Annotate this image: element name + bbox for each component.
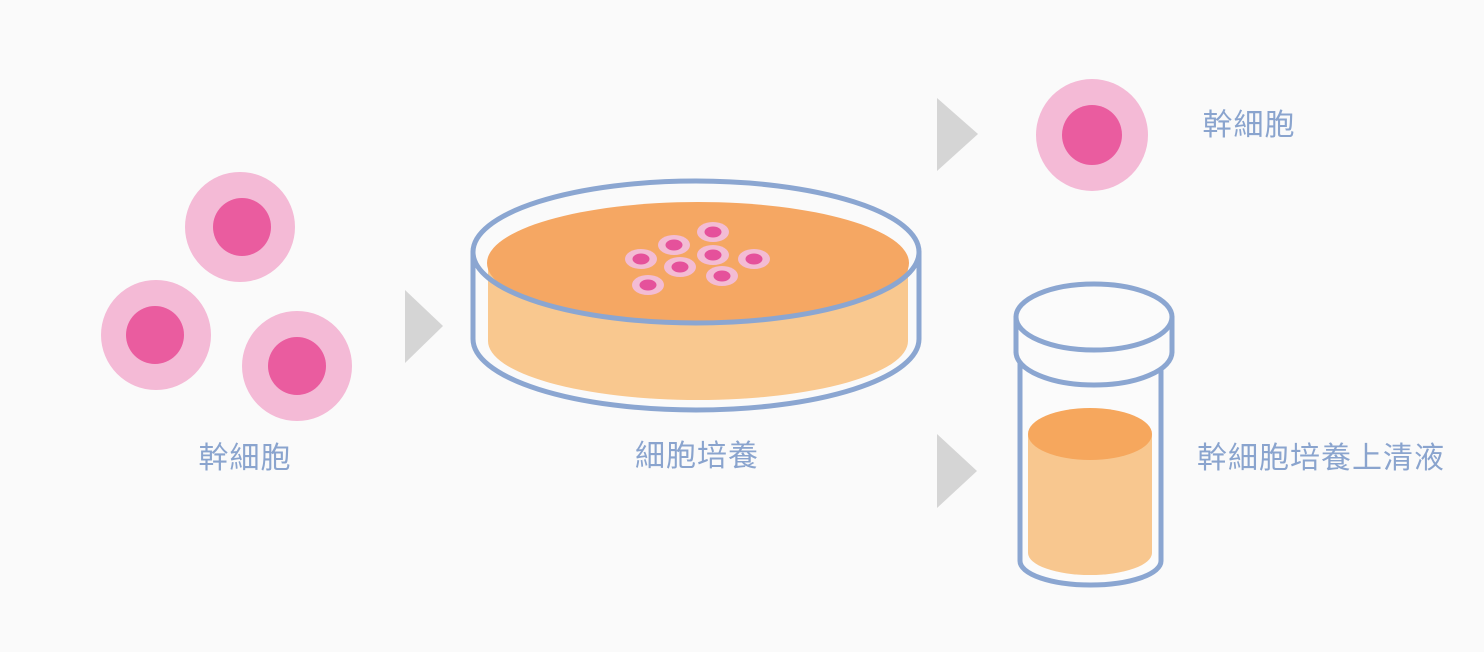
stem-cell-b-nucleus [126,306,184,364]
label-cell-culture: 細胞培養 [635,439,759,474]
vial-cap-top [1013,281,1175,353]
supernatant-vial-icon [1013,281,1175,588]
vial-body-outline [1017,349,1164,588]
arrow-right-icon-1 [405,290,443,363]
stem-cell-result-nucleus [1062,105,1122,165]
vial-liquid-surface [1028,408,1152,460]
stem-cell-c-nucleus [268,337,326,395]
petri-dish-icon [470,178,922,413]
label-stem-cells: 幹細胞 [198,441,292,476]
arrow-right-icon-3 [937,434,977,508]
dish-medium-surface [487,202,909,324]
stem-cell-a-nucleus [213,198,271,256]
stem-cell-icon [1036,79,1148,191]
dish-wall [470,249,922,413]
arrow-right-icon-2 [937,98,978,171]
cultured-cells-icon [625,222,770,295]
label-supernatant: 幹細胞培養上清液 [1197,441,1445,476]
label-stem-cell-result: 幹細胞 [1202,108,1296,143]
stem-cell-cluster-icon [101,172,352,421]
